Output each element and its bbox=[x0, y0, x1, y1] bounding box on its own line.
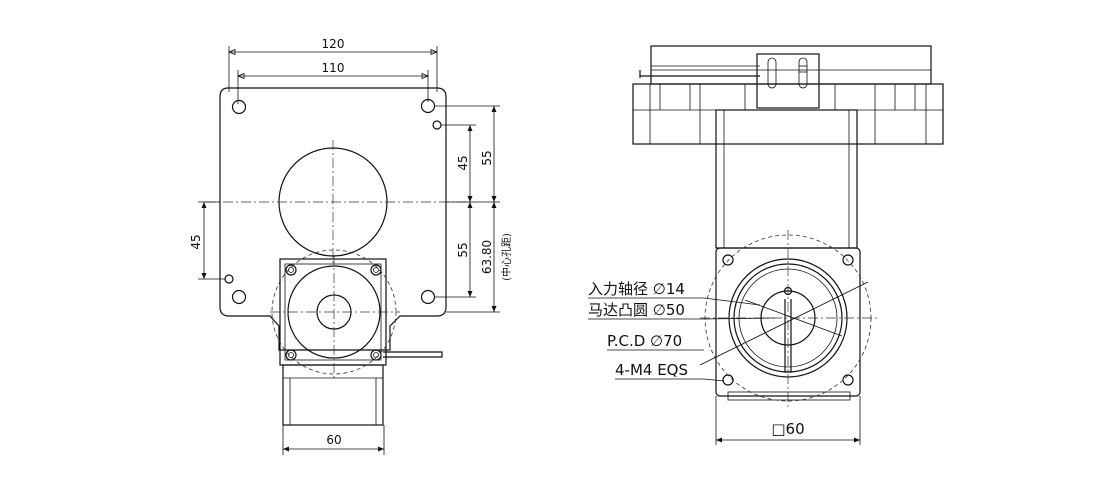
motor-body bbox=[282, 364, 384, 426]
gearbox-column bbox=[715, 109, 858, 249]
center-hole-note: (中心孔距) bbox=[500, 233, 513, 281]
dim-55-bottom-label: 55 bbox=[456, 242, 470, 257]
pcd-label: P.C.D ∅70 bbox=[607, 332, 682, 350]
end-bolt-tl bbox=[722, 254, 734, 266]
plate-hole-top-left bbox=[231, 99, 247, 115]
mounting-plate-outline bbox=[219, 87, 447, 351]
plate-hole-small-bottom-left bbox=[224, 274, 234, 284]
flange-bolt-tr bbox=[370, 264, 382, 276]
top-plate bbox=[650, 45, 932, 85]
thread-label: 4-M4 EQS bbox=[615, 361, 688, 379]
square-60-label: □60 bbox=[771, 420, 804, 438]
dim-45-left-label: 45 bbox=[189, 234, 203, 249]
flange-bolt-bl bbox=[285, 349, 297, 361]
gearbox-housing bbox=[632, 83, 944, 145]
end-bolt-bl bbox=[722, 374, 734, 386]
dim-60-bottom-label: 60 bbox=[326, 433, 341, 447]
sensor-bracket bbox=[756, 53, 820, 109]
dim-110-label: 110 bbox=[322, 61, 345, 75]
end-bolt-br bbox=[842, 374, 854, 386]
input-shaft-label: 入力轴径 ∅14 bbox=[588, 280, 685, 298]
end-bolt-tr bbox=[842, 254, 854, 266]
dim-45-right-label: 45 bbox=[456, 155, 470, 170]
flange-bolt-tl bbox=[285, 264, 297, 276]
plate-hole-bottom-left bbox=[231, 289, 247, 305]
motor-cable bbox=[383, 351, 443, 358]
keyway-slot bbox=[784, 299, 792, 373]
motor-boss-label: 马达凸圆 ∅50 bbox=[588, 301, 685, 319]
front-view: 120 110 45 55 55 63.80 (中心孔距) bbox=[189, 37, 513, 455]
plate-hole-small-top-right bbox=[432, 120, 442, 130]
side-view: 入力轴径 ∅14 马达凸圆 ∅50 P.C.D ∅70 4-M4 EQS □60 bbox=[588, 45, 944, 445]
dim-63-80-label: 63.80 bbox=[480, 240, 494, 274]
plate-hole-bottom-right bbox=[420, 289, 436, 305]
dim-55-top-label: 55 bbox=[480, 150, 494, 165]
flange-bolt-br bbox=[370, 349, 382, 361]
dim-120-label: 120 bbox=[322, 37, 345, 51]
